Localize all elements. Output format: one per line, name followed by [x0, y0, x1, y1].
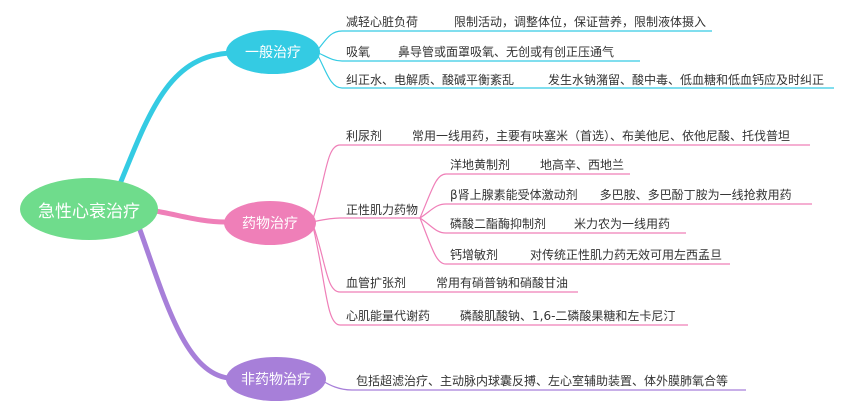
branch-label-nondrug: 非药物治疗	[241, 372, 311, 388]
drug-item-metabolic-label: 心肌能量代谢药	[346, 309, 431, 323]
nondrug-item-1-detail: 包括超滤治疗、主动脉内球囊反搏、左心室辅助装置、体外膜肺氧合等	[356, 374, 729, 388]
drug-item-vasodilator-detail: 常用有硝普钠和硝酸甘油	[436, 276, 569, 290]
branch-node-general: 一般治疗	[226, 30, 320, 74]
connectors-drug	[311, 144, 812, 326]
drug-item-vasodilator: 血管扩张剂 常用有硝普钠和硝酸甘油	[346, 276, 568, 290]
general-item-2-label: 吸氧	[346, 45, 371, 59]
inotrope-sub-4-detail: 对传统正性肌力药无效可用左西孟旦	[530, 248, 723, 262]
drug-item-inotropes-label: 正性肌力药物	[346, 203, 419, 217]
inotrope-sub-1-detail: 地高辛、西地兰	[540, 158, 625, 172]
drug-item-metabolic-detail: 磷酸肌酸钠、1,6-二磷酸果糖和左卡尼汀	[460, 309, 676, 323]
nondrug-item-1: 包括超滤治疗、主动脉内球囊反搏、左心室辅助装置、体外膜肺氧合等	[356, 374, 728, 388]
general-item-1-label: 减轻心脏负荷	[346, 15, 419, 29]
inotrope-sub-1: 洋地黄制剂 地高辛、西地兰	[450, 158, 624, 172]
drug-item-metabolic: 心肌能量代谢药 磷酸肌酸钠、1,6-二磷酸果糖和左卡尼汀	[346, 309, 675, 323]
drug-item-diuretic-label: 利尿剂	[346, 129, 383, 143]
general-item-3-label: 纠正水、电解质、酸碱平衡紊乱	[346, 73, 515, 87]
inotrope-sub-3-label: 磷酸二酯酶抑制剂	[450, 217, 547, 231]
connector-root-nondrug	[137, 227, 231, 381]
branch-label-drug: 药物治疗	[242, 216, 298, 232]
connector-root-general	[117, 50, 235, 187]
root-node: 急性心衰治疗	[20, 178, 158, 240]
inotrope-sub-1-label: 洋地黄制剂	[450, 158, 511, 172]
drug-item-diuretic: 利尿剂 常用一线用药，主要有呋塞米（首选）、布美他尼、依他尼酸、托伐普坦	[346, 129, 790, 143]
inotrope-sub-3: 磷酸二酯酶抑制剂 米力农为一线用药	[450, 217, 670, 231]
inotrope-sub-4-label: 钙增敏剂	[450, 248, 499, 262]
connector-root-drug	[147, 207, 228, 225]
general-item-1-detail: 限制活动，调整体位，保证营养，限制液体摄入	[454, 15, 707, 29]
inotrope-sub-3-detail: 米力农为一线用药	[574, 217, 671, 231]
branch-label-general: 一般治疗	[245, 45, 301, 61]
branch-node-nondrug: 非药物治疗	[226, 357, 326, 401]
inotrope-sub-4: 钙增敏剂 对传统正性肌力药无效可用左西孟旦	[450, 248, 722, 262]
general-item-2: 吸氧 鼻导管或面罩吸氧、无创或有创正压通气	[346, 45, 614, 59]
branch-node-drug: 药物治疗	[224, 201, 316, 245]
inotrope-sub-2-label: β肾上腺素能受体激动剂	[450, 188, 578, 202]
drug-item-diuretic-detail: 常用一线用药，主要有呋塞米（首选）、布美他尼、依他尼酸、托伐普坦	[412, 129, 791, 143]
general-item-2-detail: 鼻导管或面罩吸氧、无创或有创正压通气	[398, 45, 615, 59]
root-label: 急性心衰治疗	[38, 201, 140, 222]
drug-item-inotropes: 正性肌力药物	[346, 203, 418, 217]
inotrope-sub-2-detail: 多巴胺、多巴酚丁胺为一线抢救用药	[599, 188, 792, 202]
inotrope-sub-2: β肾上腺素能受体激动剂 多巴胺、多巴酚丁胺为一线抢救用药	[450, 188, 792, 202]
general-item-1: 减轻心脏负荷 限制活动，调整体位，保证营养，限制液体摄入	[346, 15, 706, 29]
general-item-3: 纠正水、电解质、酸碱平衡紊乱 发生水钠潴留、酸中毒、低血糖和低血钙应及时纠正	[346, 73, 824, 87]
drug-item-vasodilator-label: 血管扩张剂	[346, 276, 407, 290]
general-item-3-detail: 发生水钠潴留、酸中毒、低血糖和低血钙应及时纠正	[548, 73, 825, 87]
